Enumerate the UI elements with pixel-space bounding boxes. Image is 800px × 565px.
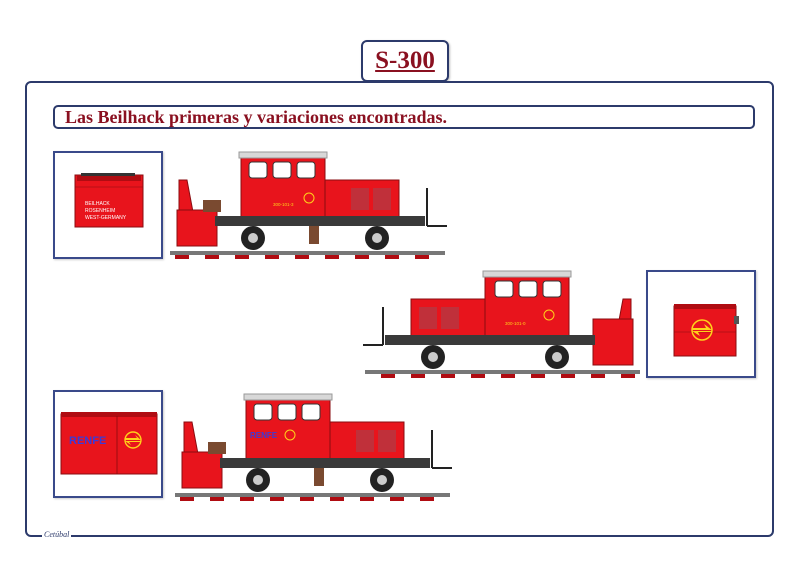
renfe-emblem-icon [124,431,142,449]
detail-renfe-lettering: RENFE [53,390,163,498]
subtitle-box: Las Beilhack primeras y variaciones enco… [53,105,755,129]
detail-renfe-logo [646,270,756,378]
plate-line-2: ROSENHEIM [85,208,115,214]
renfe-lettering: RENFE [69,435,106,447]
renfe-emblem-icon [303,192,315,204]
renfe-logo-illustration [673,304,739,357]
page-subtitle: Las Beilhack primeras y variaciones enco… [65,106,447,127]
renfe-lettering-illustration: RENFE [60,412,158,475]
plate-line-1: BEILHACK [85,201,110,207]
locomotive-bottom: RENFE 300-103-9 [175,393,452,501]
renfe-emblem-icon [691,319,713,341]
plate-line-3: WEST-GERMANY [85,215,127,221]
loco-number-top: 300-101-3 [273,202,294,207]
beilhack-plate-illustration: BEILHACK ROSENHEIM WEST-GERMANY [74,173,144,228]
title-box: S-300 [361,40,449,82]
page-title: S-300 [375,47,435,74]
loco-number-middle: 300-101-0 [505,321,526,326]
locomotive-middle: 300-101-0 [363,270,640,378]
locomotive-top: 300-101-3 [170,151,447,259]
loco-brand-bottom: RENFE [250,431,278,440]
credit-signature: Cetúbal [42,530,72,539]
detail-beilhack-plate: BEILHACK ROSENHEIM WEST-GERMANY [53,151,163,259]
